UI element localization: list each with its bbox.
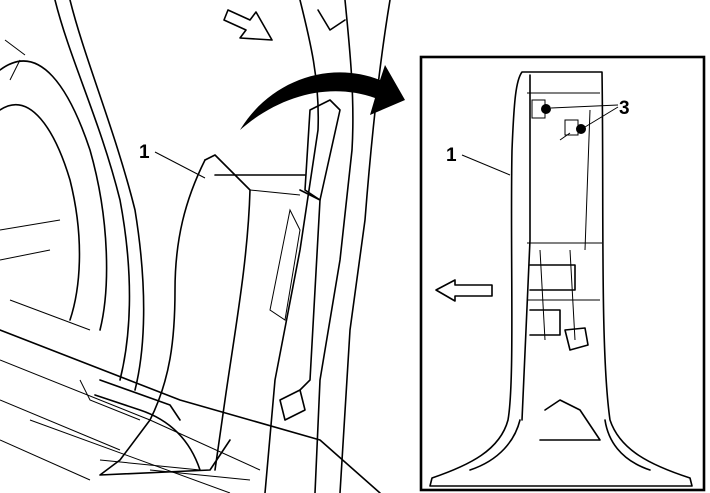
- forward-arrow-main: [223, 9, 273, 41]
- callout-label-1-inset: 1: [446, 145, 457, 166]
- callout-label-1: 1: [139, 142, 150, 163]
- inset-trim-panel: [429, 71, 693, 487]
- floor-pan: [0, 329, 381, 493]
- vehicle-body-left: [0, 0, 145, 391]
- callout-leader-3: [550, 104, 619, 128]
- callout-label-3: 3: [619, 98, 630, 119]
- fastener-clips: [531, 99, 619, 141]
- main-trim-panel: [94, 154, 306, 476]
- inset-frame: [419, 55, 706, 492]
- removal-arrow: [240, 65, 405, 130]
- callout-leader-1: [154, 151, 206, 179]
- callout-leader-1-inset: [461, 154, 511, 176]
- direction-arrow-inset: [435, 279, 493, 302]
